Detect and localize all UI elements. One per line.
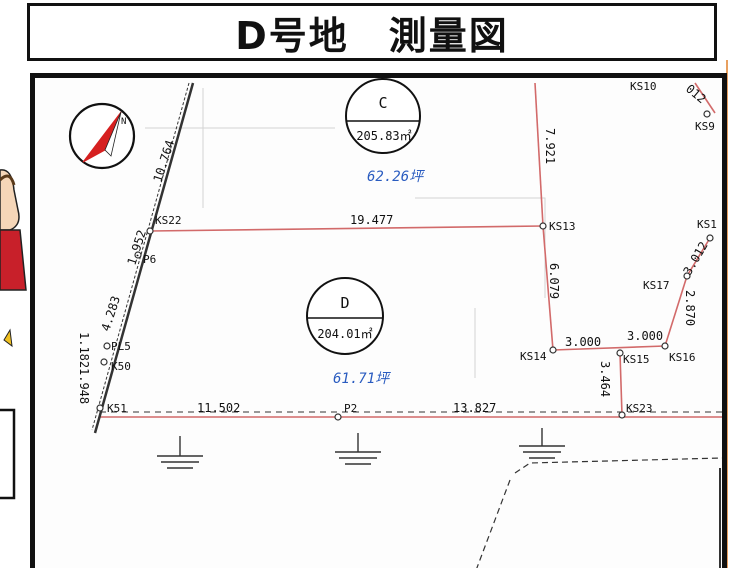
distance-1-182: 1.182 bbox=[77, 332, 91, 368]
page-title: D号地 測量図 bbox=[235, 13, 509, 58]
point-ks15: KS15 bbox=[623, 353, 650, 366]
distance-3-000-a: 3.000 bbox=[565, 335, 601, 349]
compass-icon: N bbox=[68, 102, 136, 170]
point-k51: K51 bbox=[107, 402, 127, 415]
dashed-line-2 bbox=[514, 457, 722, 474]
distance-19-477: 19.477 bbox=[350, 213, 393, 227]
lot-d-handwritten-tsubo: 61.71坪 bbox=[333, 371, 391, 387]
survey-map: N C 205.83㎡ 62.26坪 D 204.01㎡ 61.71坪 bbox=[30, 73, 727, 568]
lot-d-id: D bbox=[340, 294, 349, 312]
point-ks13: KS13 bbox=[549, 220, 576, 233]
point-ks10: KS10 bbox=[630, 80, 657, 93]
distance-3-464: 3.464 bbox=[598, 361, 612, 397]
ground-symbols bbox=[157, 428, 565, 469]
mascot-illustration-partial bbox=[0, 169, 27, 500]
point-p6: P6 bbox=[143, 253, 156, 266]
distance-012: 012 bbox=[683, 82, 709, 107]
point-ks17: KS17 bbox=[643, 279, 670, 292]
distance-7-921: 7.921 bbox=[543, 128, 557, 164]
page-edge-rule bbox=[726, 60, 728, 568]
background-outlines bbox=[145, 88, 546, 378]
lot-c-area: 205.83㎡ bbox=[356, 129, 411, 143]
lot-c-label: C 205.83㎡ 62.26坪 bbox=[345, 78, 425, 185]
survey-point-markers bbox=[96, 110, 714, 421]
point-k50: K50 bbox=[111, 360, 131, 373]
lot-c-id: C bbox=[378, 94, 387, 112]
point-ks14: KS14 bbox=[520, 350, 547, 363]
distance-1-948: 1.948 bbox=[77, 368, 91, 404]
distance-11-502: 11.502 bbox=[197, 401, 240, 415]
survey-map-svg: N C 205.83㎡ 62.26坪 D 204.01㎡ 61.71坪 bbox=[68, 78, 722, 568]
point-p2: P2 bbox=[344, 402, 357, 415]
distance-6-079: 6.079 bbox=[547, 263, 561, 299]
dashed-line-3 bbox=[476, 479, 511, 568]
distance-4-283: 4.283 bbox=[99, 294, 123, 333]
boundary-lines bbox=[100, 82, 722, 418]
lot-c-handwritten-tsubo: 62.26坪 bbox=[367, 169, 425, 185]
point-ks1: KS1 bbox=[697, 218, 717, 231]
distance-10-764: 10.764 bbox=[151, 138, 178, 184]
lot-d-label: D 204.01㎡ 61.71坪 bbox=[306, 277, 391, 387]
title-box: D号地 測量図 bbox=[27, 3, 717, 61]
compass-north-label: N bbox=[121, 117, 126, 127]
distance-13-827: 13.827 bbox=[453, 401, 496, 415]
distance-3-000-b: 3.000 bbox=[627, 329, 663, 343]
point-ks23: KS23 bbox=[626, 402, 653, 415]
point-ks9: KS9 bbox=[695, 120, 715, 133]
distance-3-012: 3.012 bbox=[680, 239, 710, 277]
point-pl5: PL5 bbox=[111, 340, 131, 353]
point-ks16: KS16 bbox=[669, 351, 696, 364]
point-ks22: KS22 bbox=[155, 214, 182, 227]
lot-d-area: 204.01㎡ bbox=[317, 327, 372, 341]
distance-2-870: 2.870 bbox=[683, 290, 697, 326]
